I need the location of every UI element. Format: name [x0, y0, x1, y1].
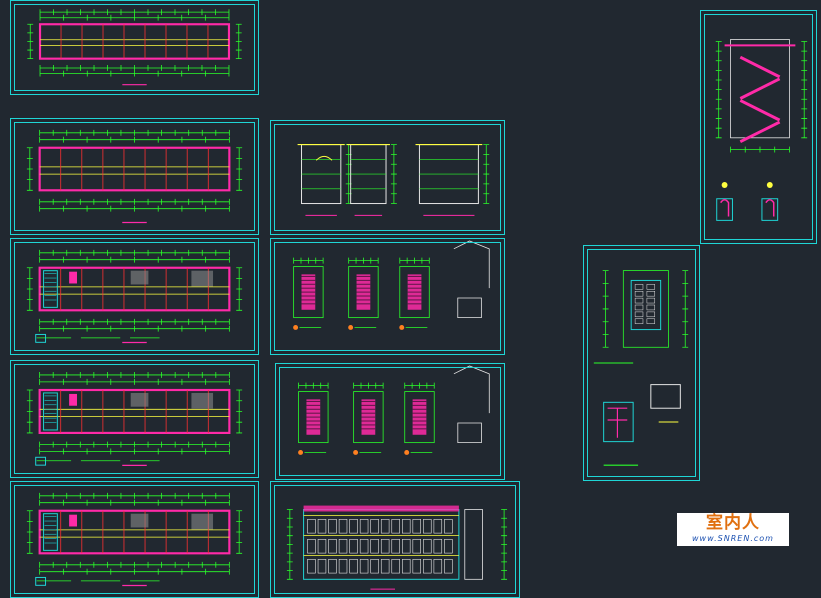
sheet-graphic-plan-first: [26, 492, 243, 587]
drawing-sheet-elevations-small[interactable]: [270, 120, 505, 235]
drawing-sheet-stair-section[interactable]: [700, 10, 817, 244]
drawing-sheet-plan-top[interactable]: [10, 118, 259, 235]
sheet-graphic-plan-third: [26, 249, 243, 344]
sheet-graphic-plan-top: [26, 129, 243, 224]
sheet-graphic-stair-section: [715, 39, 808, 221]
watermark-sub-text: www.SNREN.com: [692, 534, 774, 543]
drawing-sheet-plan-second[interactable]: [10, 360, 259, 478]
sheet-graphic-plan-second: [26, 371, 243, 466]
sheet-graphic-toilet-detail: [593, 270, 689, 466]
sheet-graphic-stair-details-b: [298, 365, 490, 455]
sheet-graphic-stair-details-a: [293, 240, 490, 330]
drawing-sheet-plan-roof[interactable]: [10, 0, 259, 95]
drawing-sheet-stair-details-b[interactable]: [275, 363, 505, 480]
drawing-sheet-stair-details-a[interactable]: [270, 238, 505, 355]
watermark-main-text: 室内人: [706, 513, 760, 533]
drawing-sheet-toilet-detail[interactable]: [583, 245, 700, 481]
sheet-graphic-front-elevation: [286, 505, 508, 590]
sheet-graphic-elevations-small: [297, 143, 490, 216]
drawing-sheet-plan-third[interactable]: [10, 238, 259, 355]
sheet-graphic-plan-roof: [27, 9, 242, 86]
drawing-sheet-front-elevation[interactable]: [270, 481, 520, 598]
drawing-sheet-plan-first[interactable]: [10, 481, 259, 598]
watermark-logo: 室内人 www.SNREN.com: [677, 513, 789, 546]
